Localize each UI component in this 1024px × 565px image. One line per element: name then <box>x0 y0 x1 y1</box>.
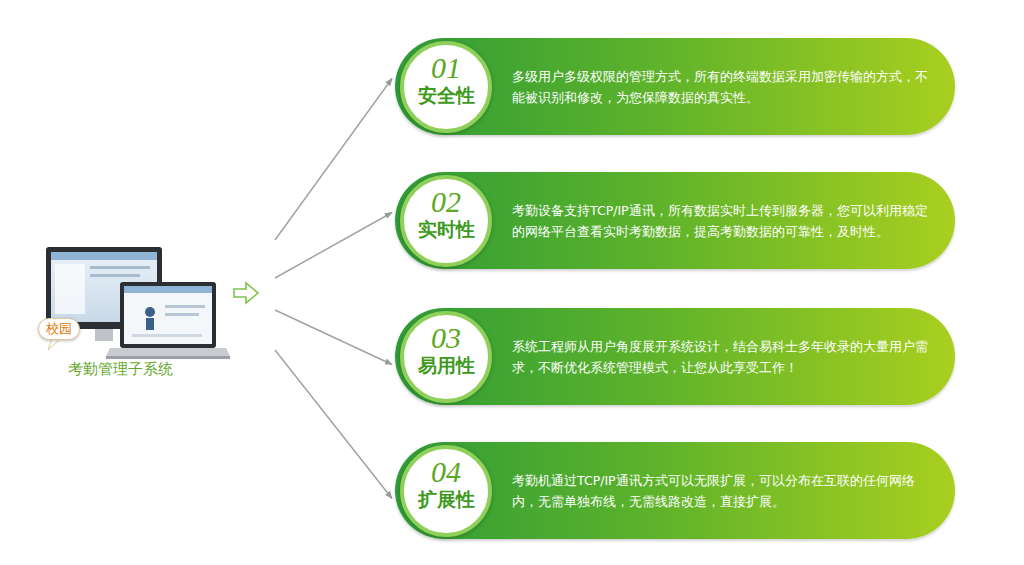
system-group: 考勤管理子系统 校园 <box>30 232 275 392</box>
feature-title: 实时性 <box>404 217 488 241</box>
connector-arrow <box>275 79 392 241</box>
callout-number: 01 <box>404 45 488 83</box>
connector-arrow <box>275 310 392 365</box>
callout-number: 04 <box>404 449 488 487</box>
number-circle: 04扩展性 <box>400 445 492 537</box>
feature-text: 考勤机通过TCP/IP通讯方式可以无限扩展，可以分布在互联的任何网络内，无需单独… <box>512 470 937 512</box>
system-caption: 考勤管理子系统 <box>68 360 173 379</box>
feature-band: 系统工程师从用户角度展开系统设计，结合易科士多年收录的大量用户需求，不断优化系统… <box>395 308 955 405</box>
connector-arrow <box>275 350 392 499</box>
feature-text: 系统工程师从用户角度展开系统设计，结合易科士多年收录的大量用户需求，不断优化系统… <box>512 336 937 378</box>
laptop-base <box>106 348 230 356</box>
feature-title: 安全性 <box>404 83 488 107</box>
feature-band: 多级用户多级权限的管理方式，所有的终端数据采用加密传输的方式，不能被识别和修改，… <box>395 38 955 135</box>
connector-arrow <box>275 213 392 279</box>
feature-band: 考勤机通过TCP/IP通讯方式可以无限扩展，可以分布在互联的任何网络内，无需单独… <box>395 442 955 539</box>
feature-band: 考勤设备支持TCP/IP通讯，所有数据实时上传到服务器，您可以利用稳定的网络平台… <box>395 172 955 269</box>
number-circle: 03易用性 <box>400 311 492 403</box>
feature-title: 扩展性 <box>404 487 488 511</box>
callout-number: 03 <box>404 315 488 353</box>
number-circle: 01安全性 <box>400 41 492 133</box>
feature-text: 多级用户多级权限的管理方式，所有的终端数据采用加密传输的方式，不能被识别和修改，… <box>512 66 937 108</box>
callout-number: 02 <box>404 179 488 217</box>
laptop-lid <box>120 282 216 348</box>
tag-text: 校园 <box>39 319 79 339</box>
tag-bubble: 校园 <box>38 318 80 340</box>
feature-text: 考勤设备支持TCP/IP通讯，所有数据实时上传到服务器，您可以利用稳定的网络平台… <box>512 200 937 242</box>
feature-title: 易用性 <box>404 353 488 377</box>
hollow-arrow <box>234 283 258 303</box>
number-circle: 02实时性 <box>400 175 492 267</box>
